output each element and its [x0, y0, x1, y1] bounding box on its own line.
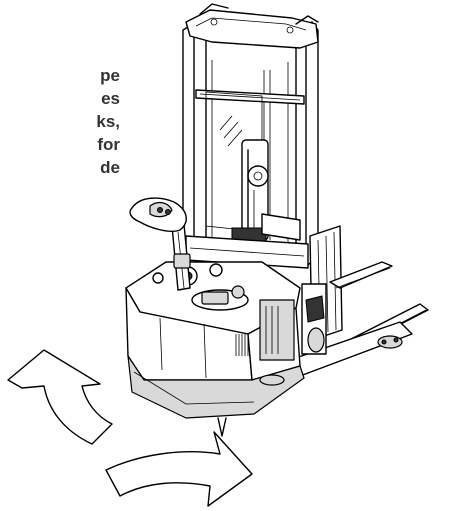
mast: [182, 3, 319, 269]
caption-line: de: [100, 158, 120, 177]
caption-line: for: [97, 135, 120, 154]
tiller-handle: [129, 197, 191, 291]
curved-arrow-right: [105, 431, 253, 507]
caption-text-block: pe es ks, for de: [0, 64, 120, 179]
caption-line: pe: [100, 66, 120, 85]
chassis: [125, 261, 327, 437]
caption-line: es: [101, 89, 120, 108]
curved-arrow-up-left: [7, 349, 113, 445]
caption-line: ks,: [96, 112, 120, 131]
